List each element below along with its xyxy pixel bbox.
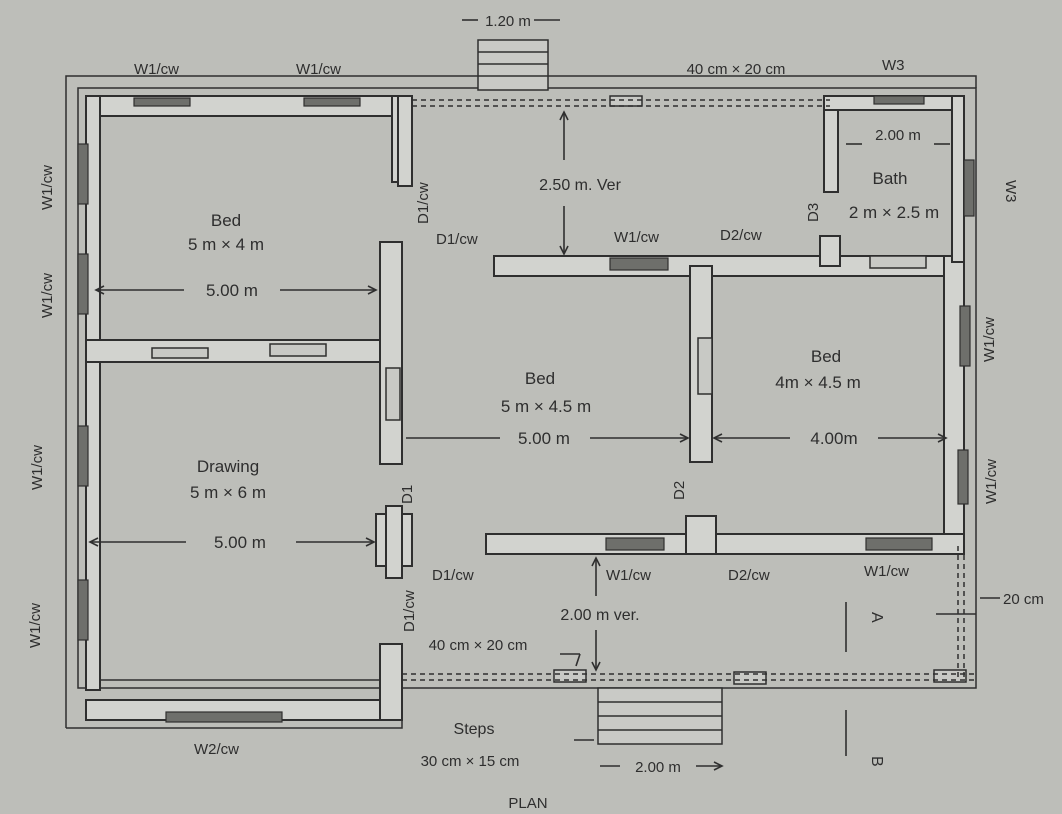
window-openings xyxy=(77,95,975,723)
room-name-drawing: Drawing xyxy=(197,457,259,476)
dim-veranda-lower: 2.00 m ver. xyxy=(560,607,639,624)
label-w1-left-1: W1/cw xyxy=(39,165,56,210)
label-w1-left-2: W1/cw xyxy=(39,273,56,318)
label-section-b: B xyxy=(868,756,885,767)
label-d1-mid: D1 xyxy=(399,485,416,504)
dim-bottom-steps: 2.00 m xyxy=(635,759,681,776)
dim-drawing-width: 5.00 m xyxy=(214,533,266,552)
room-name-bed-east: Bed xyxy=(811,347,841,366)
label-d2-upper: D2/cw xyxy=(720,227,762,244)
label-w1-mid-upper: W1/cw xyxy=(614,229,659,246)
steps-size: 30 cm × 15 cm xyxy=(421,753,520,770)
dim-top-steps: 1.20 m xyxy=(485,13,531,30)
label-w1-top-left: W1/cw xyxy=(134,61,179,78)
label-w1-top-mid: W1/cw xyxy=(296,61,341,78)
dimension-lines xyxy=(88,19,1000,771)
label-d2-mid: D2 xyxy=(671,481,688,500)
dim-wall-thickness: 20 cm xyxy=(1003,591,1044,608)
label-d3-bath: D3 xyxy=(805,203,822,222)
top-steps xyxy=(477,39,549,91)
room-size-drawing: 5 m × 6 m xyxy=(190,483,266,502)
dim-bed-center-width: 5.00 m xyxy=(518,429,570,448)
label-w1-left-3: W1/cw xyxy=(29,445,46,490)
dim-top-lintel: 40 cm × 20 cm xyxy=(687,61,786,78)
label-w1-mid-lower: W1/cw xyxy=(606,567,651,584)
room-size-bath: 2 m × 2.5 m xyxy=(849,203,939,222)
label-w3-top: W3 xyxy=(882,57,905,74)
label-d1-lower-vert: D1/cw xyxy=(401,590,418,632)
dim-veranda-upper: 2.50 m. Ver xyxy=(539,177,621,194)
room-size-bed-nw: 5 m × 4 m xyxy=(188,235,264,254)
label-d1-upper: D1/cw xyxy=(436,231,478,248)
plan-caption: PLAN xyxy=(508,795,547,812)
label-w1-right-1: W1/cw xyxy=(981,317,998,362)
label-d1-upper-vert: D1/cw xyxy=(415,182,432,224)
room-name-bath: Bath xyxy=(873,169,908,188)
room-name-bed-center: Bed xyxy=(525,369,555,388)
label-d1-lower: D1/cw xyxy=(432,567,474,584)
steps-name: Steps xyxy=(454,721,495,738)
label-section-a: A xyxy=(868,612,885,623)
room-size-bed-center: 5 m × 4.5 m xyxy=(501,397,591,416)
bottom-steps xyxy=(597,687,723,745)
dim-bed-east-width: 4.00m xyxy=(810,429,857,448)
label-w1-lower-right: W1/cw xyxy=(864,563,909,580)
label-d2-lower: D2/cw xyxy=(728,567,770,584)
dim-lower-lintel: 40 cm × 20 cm xyxy=(429,637,528,654)
dim-bed-nw-width: 5.00 m xyxy=(206,281,258,300)
label-w1-left-4: W1/cw xyxy=(27,603,44,648)
label-w3-right: W3 xyxy=(1002,180,1019,203)
dim-bath-width: 2.00 m xyxy=(875,127,921,144)
room-size-bed-east: 4m × 4.5 m xyxy=(775,373,861,392)
label-w1-right-2: W1/cw xyxy=(983,459,1000,504)
room-name-bed-nw: Bed xyxy=(211,211,241,230)
label-w2-bottom: W2/cw xyxy=(194,741,239,758)
lintel-lines xyxy=(402,99,976,681)
